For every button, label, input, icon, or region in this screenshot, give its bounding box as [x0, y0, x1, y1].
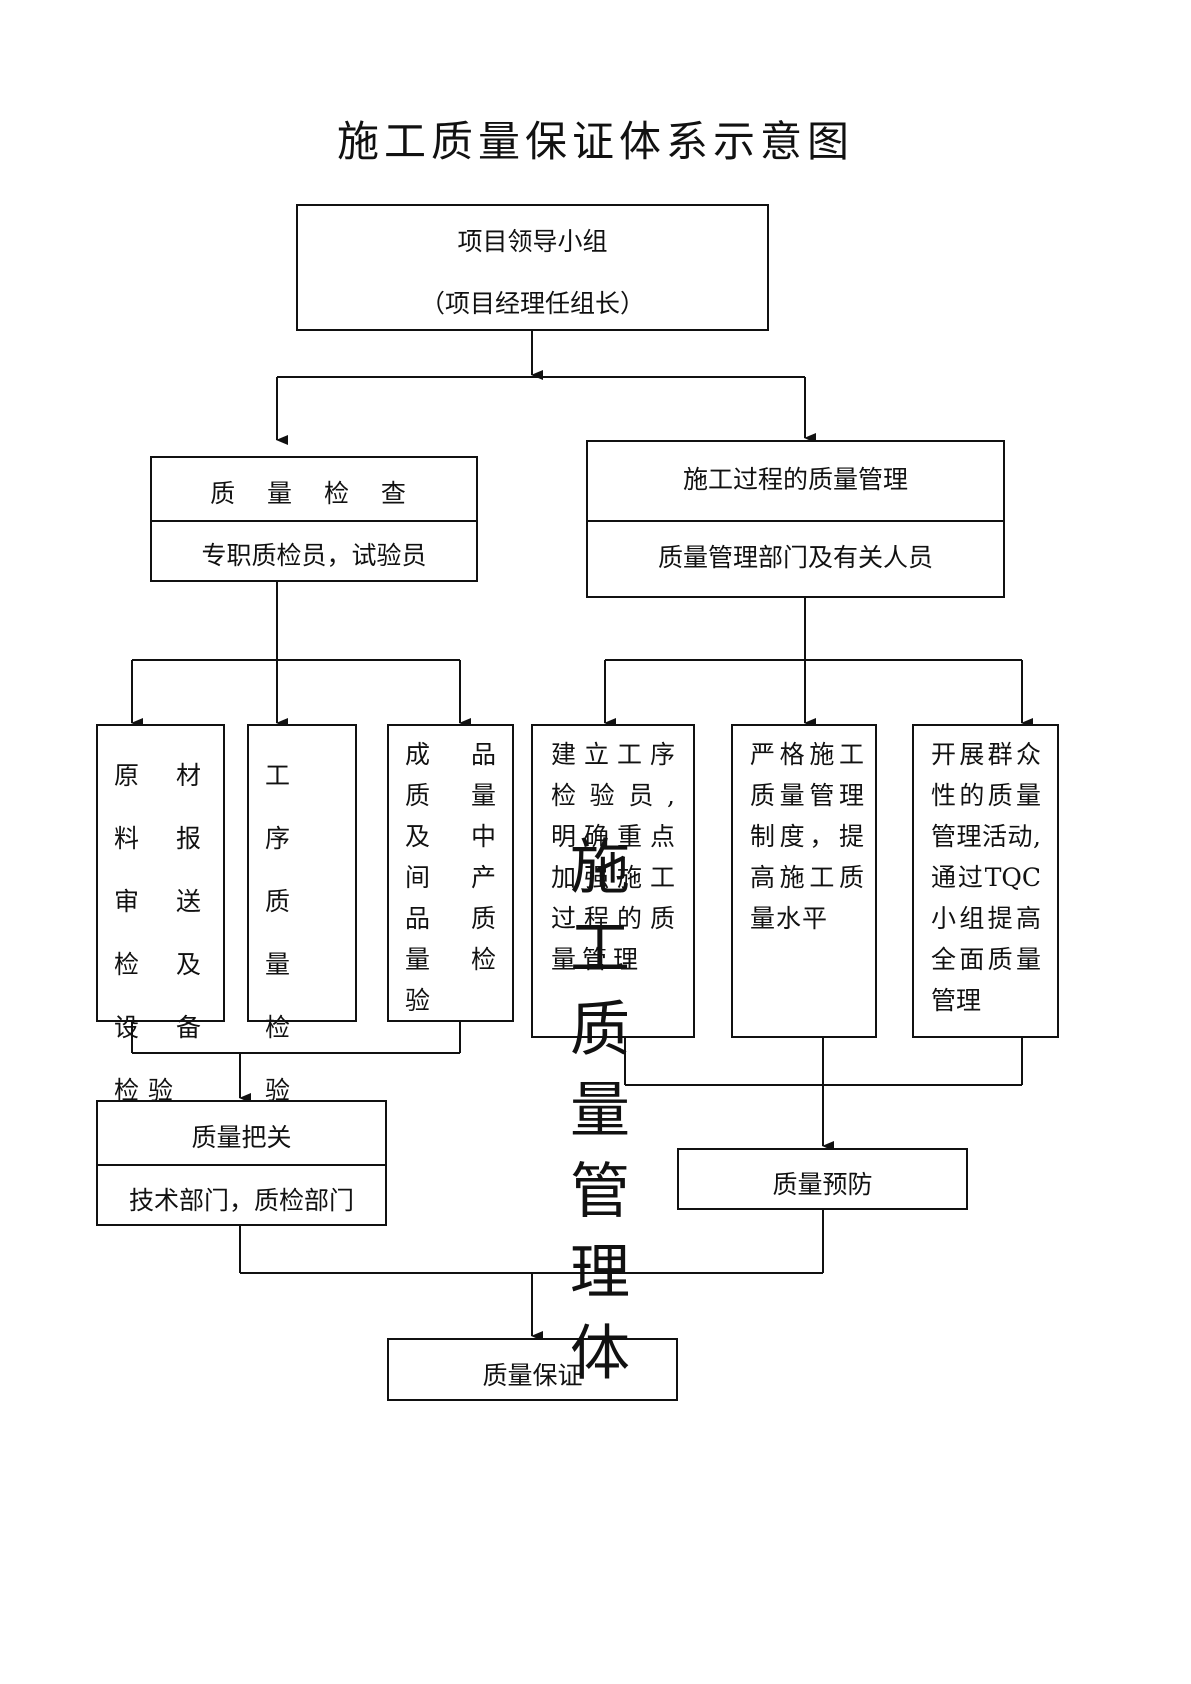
process-mgmt-box: 施工过程的质量管理 质量管理部门及有关人员	[586, 440, 1005, 598]
page-title: 施工质量保证体系示意图	[336, 117, 854, 166]
divider	[98, 1164, 385, 1166]
strict-system-text: 严格施工质量管理制度，提高施工质量水平	[750, 740, 865, 933]
quality-check-box: 质 量 检 查 专职质检员，试验员	[150, 456, 478, 582]
mass-activities-box: 开展群众性的质量管理活动,通过TQC小组提高全面质量管理	[912, 724, 1059, 1038]
quality-check-staff: 专职质检员，试验员	[201, 541, 427, 570]
process-inspection-box: 工序质量检验	[247, 724, 357, 1105]
mass-activities-text: 开展群众性的质量管理活动,通过TQC小组提高全面质量管理	[931, 740, 1041, 1015]
process-mgmt-header: 施工过程的质量管理	[682, 465, 908, 494]
assurance-label: 质量保证	[482, 1361, 583, 1390]
divider	[152, 520, 476, 522]
finished-products-box: 成品质量及中间产品质量检验	[387, 724, 514, 1022]
gatekeeping-box: 质量把关 技术部门，质检部门	[96, 1100, 387, 1226]
quality-check-header: 质 量 检 查	[210, 479, 418, 508]
gatekeeping-header: 质量把关	[191, 1123, 292, 1152]
leader-title: 项目领导小组	[457, 227, 608, 256]
process-mgmt-staff: 质量管理部门及有关人员	[657, 543, 933, 572]
process-inspectors-box: 建立工序检验员,明确重点加强施工过程的质量管理	[531, 724, 695, 1038]
leader-subtitle: （项目经理任组长）	[419, 289, 645, 318]
prevention-box: 质量预防	[677, 1148, 968, 1210]
leader-box: 项目领导小组 （项目经理任组长）	[296, 204, 769, 331]
gatekeeping-staff: 技术部门，质检部门	[128, 1186, 354, 1215]
strict-system-box: 严格施工质量管理制度，提高施工质量水平	[731, 724, 877, 1038]
process-inspectors-text: 建立工序检验员,明确重点加强施工过程的质量管理	[551, 740, 681, 974]
process-inspection-text: 工序质量检验	[265, 761, 321, 1105]
assurance-box: 质量保证	[387, 1338, 678, 1401]
raw-material-box: 原材料报审送检及设备检验	[96, 724, 225, 1105]
divider	[588, 520, 1003, 522]
prevention-label: 质量预防	[772, 1170, 873, 1199]
raw-material-text: 原材料报审送检及设备检验	[114, 761, 210, 1105]
finished-products-text: 成品质量及中间产品质量检验	[405, 740, 505, 1015]
